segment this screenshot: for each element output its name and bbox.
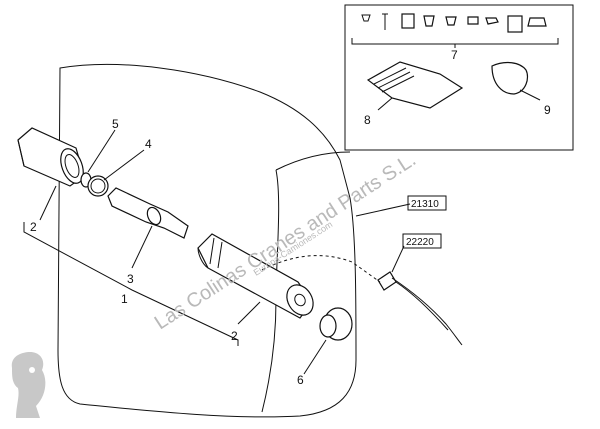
leader-2b: [237, 301, 261, 325]
leader-22220: [391, 245, 405, 273]
kit-bracket: [351, 38, 559, 48]
cap-6: [319, 307, 353, 341]
ref-21310: 21310: [411, 199, 439, 210]
leader-5: [87, 129, 116, 173]
watermark-logo: [11, 352, 46, 418]
callout-3: 3: [127, 272, 134, 286]
kit-box: [344, 4, 574, 151]
leader-9: [519, 89, 541, 101]
leader-3: [131, 225, 153, 269]
injector-shaft-3: [107, 187, 189, 239]
fuel-pipe: [377, 271, 463, 346]
leader-4: [103, 149, 145, 181]
gasket-pack: [366, 61, 464, 109]
seal-kit-items: [361, 13, 547, 33]
leader-8: [377, 97, 393, 111]
dashed-pipe-line: [261, 255, 381, 283]
ref-22220: 22220: [406, 237, 434, 248]
callout-7: 7: [451, 48, 458, 62]
engine-block-outline: [57, 63, 357, 418]
ref-box-22220: [402, 233, 442, 249]
callout-8: 8: [364, 113, 371, 127]
callout-5: 5: [112, 117, 119, 131]
sealant-tube: [491, 61, 529, 95]
callout-1: 1: [121, 292, 128, 306]
callout-4: 4: [145, 137, 152, 151]
engine-block-top-edge: [275, 151, 351, 171]
leader-21310: [355, 203, 411, 217]
callout-2-left: 2: [30, 220, 37, 234]
callout-9: 9: [544, 103, 551, 117]
leader-6: [303, 339, 327, 375]
bracket-1: [23, 222, 239, 346]
leader-2a: [39, 185, 57, 221]
callout-2-right: 2: [231, 329, 238, 343]
sleeve-part-left: [17, 127, 85, 187]
ref-box-21310: [407, 195, 447, 211]
callout-6: 6: [297, 373, 304, 387]
injector-body-2: [197, 233, 314, 319]
